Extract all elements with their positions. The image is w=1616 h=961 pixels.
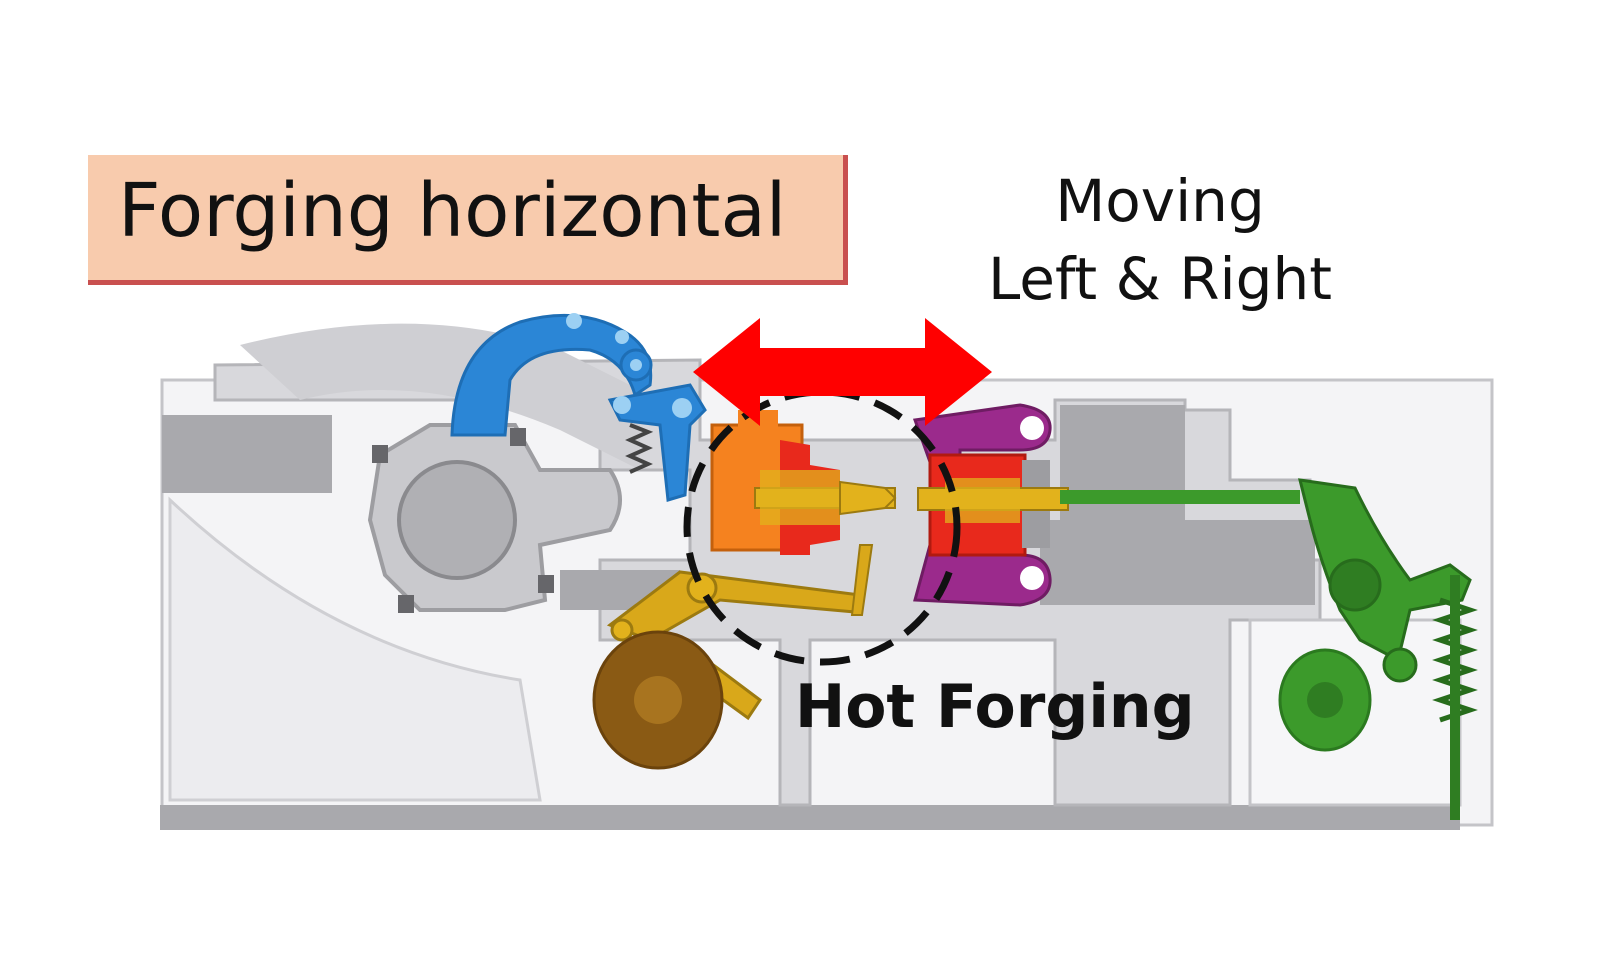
moving-die-assembly xyxy=(912,403,1069,607)
machine-frame xyxy=(160,323,1494,830)
motion-label-line-2: Left & Right xyxy=(988,245,1332,313)
hot-forging-label: Hot Forging xyxy=(795,672,1195,742)
motion-label: Moving Left & Right xyxy=(960,162,1360,318)
green-linkage xyxy=(1060,478,1478,820)
double-arrow-icon xyxy=(693,318,992,426)
title-box xyxy=(88,155,848,285)
tool-arm-and-cam xyxy=(592,544,874,770)
crank-housing xyxy=(367,423,622,613)
motion-label-line-1: Moving xyxy=(1055,167,1265,235)
hot-forging-zone-outline xyxy=(683,388,961,666)
diagram-title: Forging horizontal xyxy=(118,168,787,254)
blue-lever xyxy=(450,313,707,502)
fixed-die-block xyxy=(710,410,897,555)
